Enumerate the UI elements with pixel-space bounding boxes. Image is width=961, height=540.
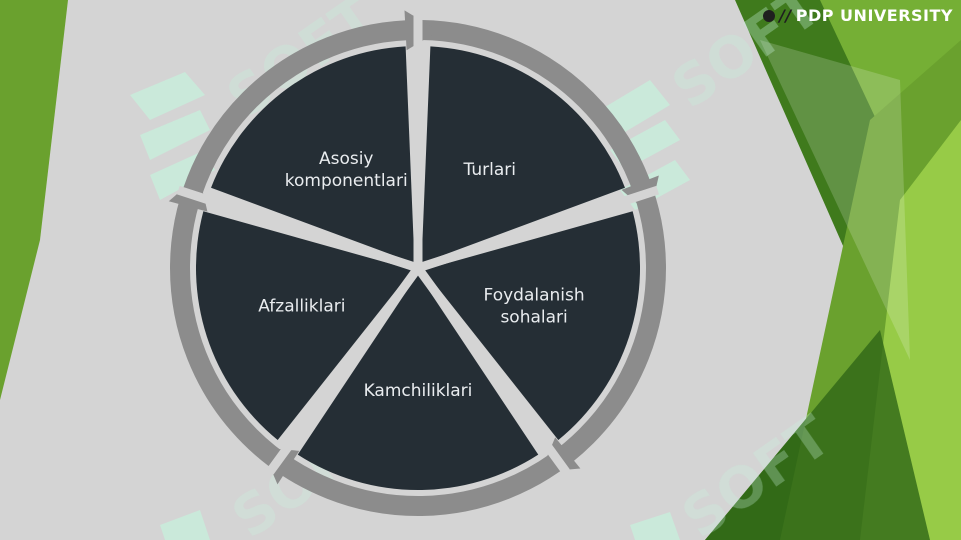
segment-label-line: Kamchiliklari bbox=[364, 381, 473, 401]
cycle-divider bbox=[176, 185, 420, 273]
segment-label-line: komponentlari bbox=[285, 171, 408, 191]
cycle-divider bbox=[416, 185, 660, 273]
cycle-segment bbox=[421, 46, 625, 264]
logo-slash-icon: // bbox=[779, 6, 792, 25]
segment-label: Kamchiliklari bbox=[364, 381, 473, 401]
segment-label-line: sohalari bbox=[500, 308, 567, 328]
logo-dot-icon bbox=[763, 9, 776, 22]
segment-label: Afzalliklari bbox=[258, 297, 345, 317]
left-green-stripe bbox=[0, 0, 68, 400]
segment-label-line: Afzalliklari bbox=[258, 297, 345, 317]
cycle-segment bbox=[423, 211, 640, 441]
segment-label: Turlari bbox=[463, 160, 516, 180]
segment-label-line: Asosiy bbox=[319, 149, 374, 169]
cycle-segment bbox=[297, 274, 539, 490]
brand-name: PDP UNIVERSITY bbox=[795, 6, 953, 25]
cycle-divider bbox=[266, 265, 422, 475]
segment-label-line: Turlari bbox=[463, 160, 516, 180]
cycle-divider bbox=[414, 265, 570, 475]
segment-label-line: Foydalanish bbox=[484, 286, 585, 306]
cycle-segment bbox=[211, 46, 415, 264]
cycle-arrow-icon bbox=[540, 437, 581, 473]
right-decoration bbox=[705, 0, 961, 540]
brand-logo: // PDP UNIVERSITY bbox=[763, 6, 953, 25]
cycle-arrow-icon bbox=[261, 447, 300, 485]
cycle-segment bbox=[196, 211, 413, 441]
